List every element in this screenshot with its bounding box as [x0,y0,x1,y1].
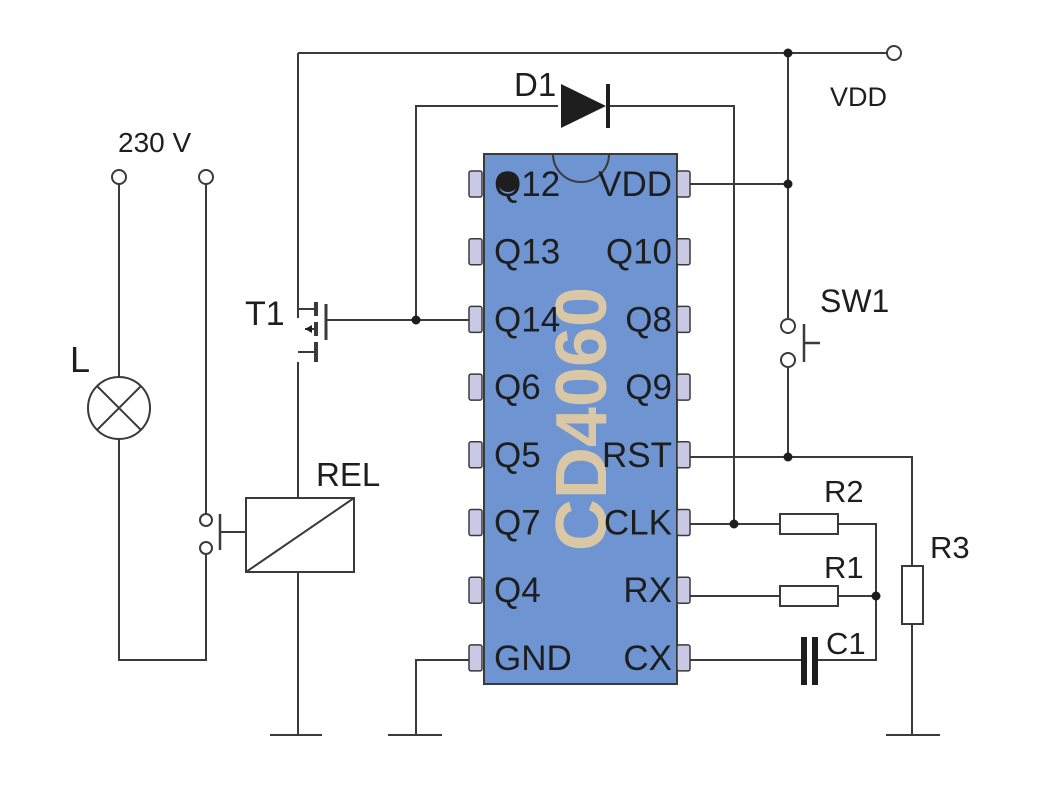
junction-dots [411,48,881,601]
ic-pin-label-gnd: GND [494,639,572,678]
ic-pin-rx [676,576,691,604]
r1-label: R1 [824,550,864,585]
ic-pin-label-q7: Q7 [494,504,541,543]
vdd-terminal [886,45,902,61]
ic-pin-label-q10: Q10 [606,233,672,272]
diode-label: D1 [514,66,556,103]
switch-label: SW1 [820,283,889,319]
ic-pin-q13 [468,237,483,266]
ic-pin-q12 [468,170,483,198]
lamp-label: L [70,339,90,380]
relay-coil [245,497,355,573]
ic-pin-rst [676,441,691,469]
capacitor-c1 [801,637,818,685]
relay-label: REL [316,456,380,493]
ic-pin-label-q6: Q6 [494,368,541,407]
ic-pin-gnd [468,644,483,672]
ic-pin-label-rst: RST [602,436,672,475]
transistor-label: T1 [245,295,285,333]
ic-pin-q7 [468,508,483,537]
mains-label: 230 V [118,127,191,158]
ic-pin-q5 [468,441,483,469]
ic-cd4060: CD4060 [483,153,678,685]
r2-label: R2 [824,474,864,509]
diode-d1 [561,84,610,128]
ic-pin-q14 [468,305,483,334]
ic-pin-q8 [676,305,691,334]
ic-pin-label-rx: RX [623,571,672,610]
ic-pin-label-q12: Q12 [494,165,560,204]
ic-pin-label-q4: Q4 [494,571,541,610]
ic-pin-label-q14: Q14 [494,300,560,339]
resistor-r3 [901,565,924,625]
ic-pin-q9 [676,373,691,401]
vdd-label: VDD [830,82,887,112]
c1-label: C1 [826,626,866,661]
ic-pin-label-q9: Q9 [625,368,672,407]
mains-terminal-left [111,169,127,185]
resistor-r1 [779,585,839,607]
r3-label: R3 [930,530,970,565]
ic-pin-q4 [468,576,483,604]
chip-name: CD4060 [542,287,622,551]
ic-pin-label-q13: Q13 [494,233,560,272]
ic-pin-label-q5: Q5 [494,436,541,475]
switch-sw1 [780,318,820,368]
ic-pin-label-vdd: VDD [598,165,672,204]
ic-pin-cx [676,644,691,672]
lamp [87,376,151,440]
resistor-r2 [779,513,839,535]
ic-pin-label-clk: CLK [604,504,672,543]
transistor-t1 [298,302,328,362]
ic-pin-label-q8: Q8 [625,300,672,339]
mains-terminal-right [198,169,214,185]
ic-pin-q10 [676,237,691,266]
ic-pin-vdd [676,170,691,198]
ic-pin-q6 [468,373,483,401]
ic-pin-clk [676,508,691,537]
relay-contact [199,513,222,555]
ic-pin-label-cx: CX [623,639,672,678]
